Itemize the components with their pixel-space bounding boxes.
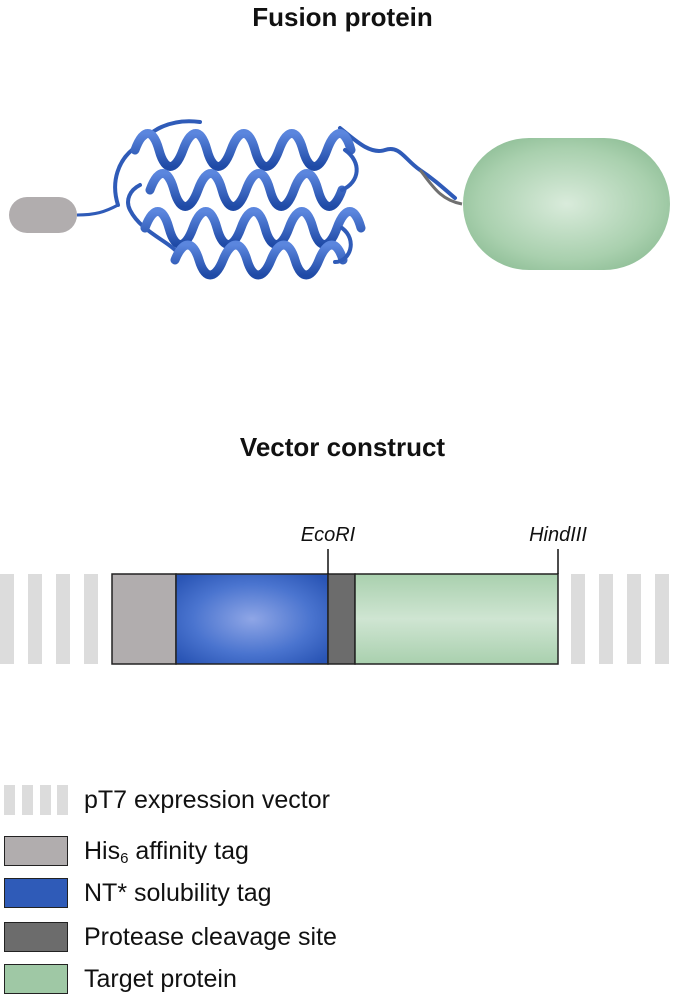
his-prefix: His [84, 837, 121, 865]
his-suffix: affinity tag [128, 837, 249, 865]
target-protein-swatch [4, 964, 68, 994]
legend-label-nt: NT* solubility tag [84, 879, 272, 907]
his-tag-segment [111, 573, 177, 665]
his-tag-swatch [4, 836, 68, 866]
legend-item-protease: Protease cleavage site [0, 922, 685, 962]
vector-stripes-left [0, 574, 98, 664]
fusion-protein-title: Fusion protein [252, 2, 433, 32]
his-subscript: 6 [120, 850, 129, 867]
legend-item-his: His6 affinity tag [0, 836, 685, 876]
nt-tag-segment [175, 573, 329, 665]
vector-construct-title: Vector construct [239, 432, 446, 462]
target-protein-shape [463, 138, 670, 270]
his-tag-shape [9, 197, 77, 233]
nt-tag-swatch [4, 878, 68, 908]
vector-stripes-right [571, 574, 669, 664]
legend-label-his: His6 affinity tag [84, 836, 249, 874]
nt-target-linker [418, 169, 463, 206]
fusion-protein-illustration [9, 119, 670, 280]
protease-site-segment [327, 573, 356, 665]
vector-stripes-swatch [4, 785, 68, 815]
legend-label-vector: pT7 expression vector [84, 786, 330, 814]
protease-site-swatch [4, 922, 68, 952]
vector-construct: EcoRI HindIII [0, 524, 669, 665]
legend-item-nt: NT* solubility tag [0, 878, 685, 918]
legend-item-target: Target protein [0, 964, 685, 1004]
hindiii-label: HindIII [529, 524, 587, 546]
nt-protein-ribbon-icon [113, 119, 457, 280]
his-nt-linker [76, 203, 119, 217]
target-protein-segment [354, 573, 559, 665]
legend-label-target: Target protein [84, 965, 237, 993]
ecori-label: EcoRI [301, 524, 356, 546]
legend-label-protease: Protease cleavage site [84, 923, 337, 951]
legend-item-vector: pT7 expression vector [0, 785, 685, 825]
